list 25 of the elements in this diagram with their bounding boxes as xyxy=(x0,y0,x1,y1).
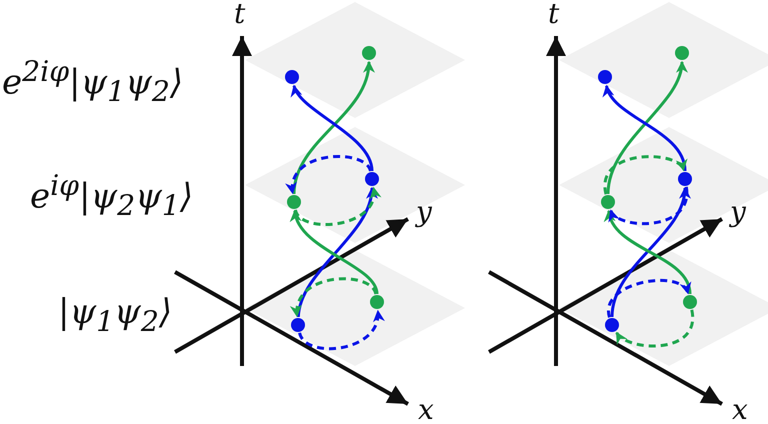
state-label: e$^{iφ}$|ψ$_{2}$ψ$_{1}$⟩ xyxy=(30,172,194,220)
worldline-arrow xyxy=(610,186,690,318)
dashed-path-arrow xyxy=(610,186,688,226)
worldline-arrow xyxy=(292,60,374,194)
axis-label: t xyxy=(234,0,246,28)
worldline-arrow xyxy=(606,60,686,194)
state-label: |ψ$_{1}$ψ$_{2}$⟩ xyxy=(58,295,172,336)
dashed-path-arrow xyxy=(294,186,380,226)
worldline-arrow xyxy=(292,210,378,294)
worldline-arrow xyxy=(296,186,377,318)
axis-label: x xyxy=(732,396,748,424)
dashed-path-arrow xyxy=(603,155,685,194)
state-label: e$^{2iφ}$|ψ$_{1}$ψ$_{2}$⟩ xyxy=(2,58,184,106)
axis-label: y xyxy=(416,198,432,226)
dashed-path-arrow xyxy=(286,154,372,194)
worldline-arrow xyxy=(606,210,692,294)
dashed-path-arrow xyxy=(291,277,378,318)
worldline-arrow xyxy=(292,84,374,172)
axis-label: y xyxy=(730,198,746,226)
dashed-path-arrow xyxy=(298,310,384,350)
axis-label: x xyxy=(418,396,434,424)
worldline-arrow xyxy=(604,84,686,172)
dashed-path-arrow xyxy=(615,310,694,348)
axis-label: t xyxy=(548,0,560,28)
dashed-path-arrow xyxy=(607,278,690,318)
